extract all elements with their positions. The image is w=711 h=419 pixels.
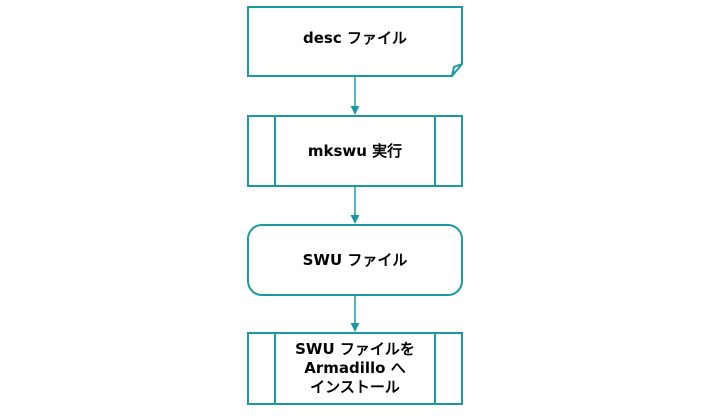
node-mkswu-run-shape [247, 115, 463, 187]
node-install-label: SWU ファイルを Armadillo へ インストール [295, 340, 415, 396]
node-install-shape [247, 332, 463, 405]
node-desc-file-label: desc ファイル [303, 28, 407, 47]
node-desc-file-shape [247, 6, 463, 77]
node-mkswu-run-label: mkswu 実行 [307, 141, 403, 160]
node-swu-file-label: SWU ファイル [302, 250, 408, 269]
node-swu-file-shape [247, 224, 463, 296]
